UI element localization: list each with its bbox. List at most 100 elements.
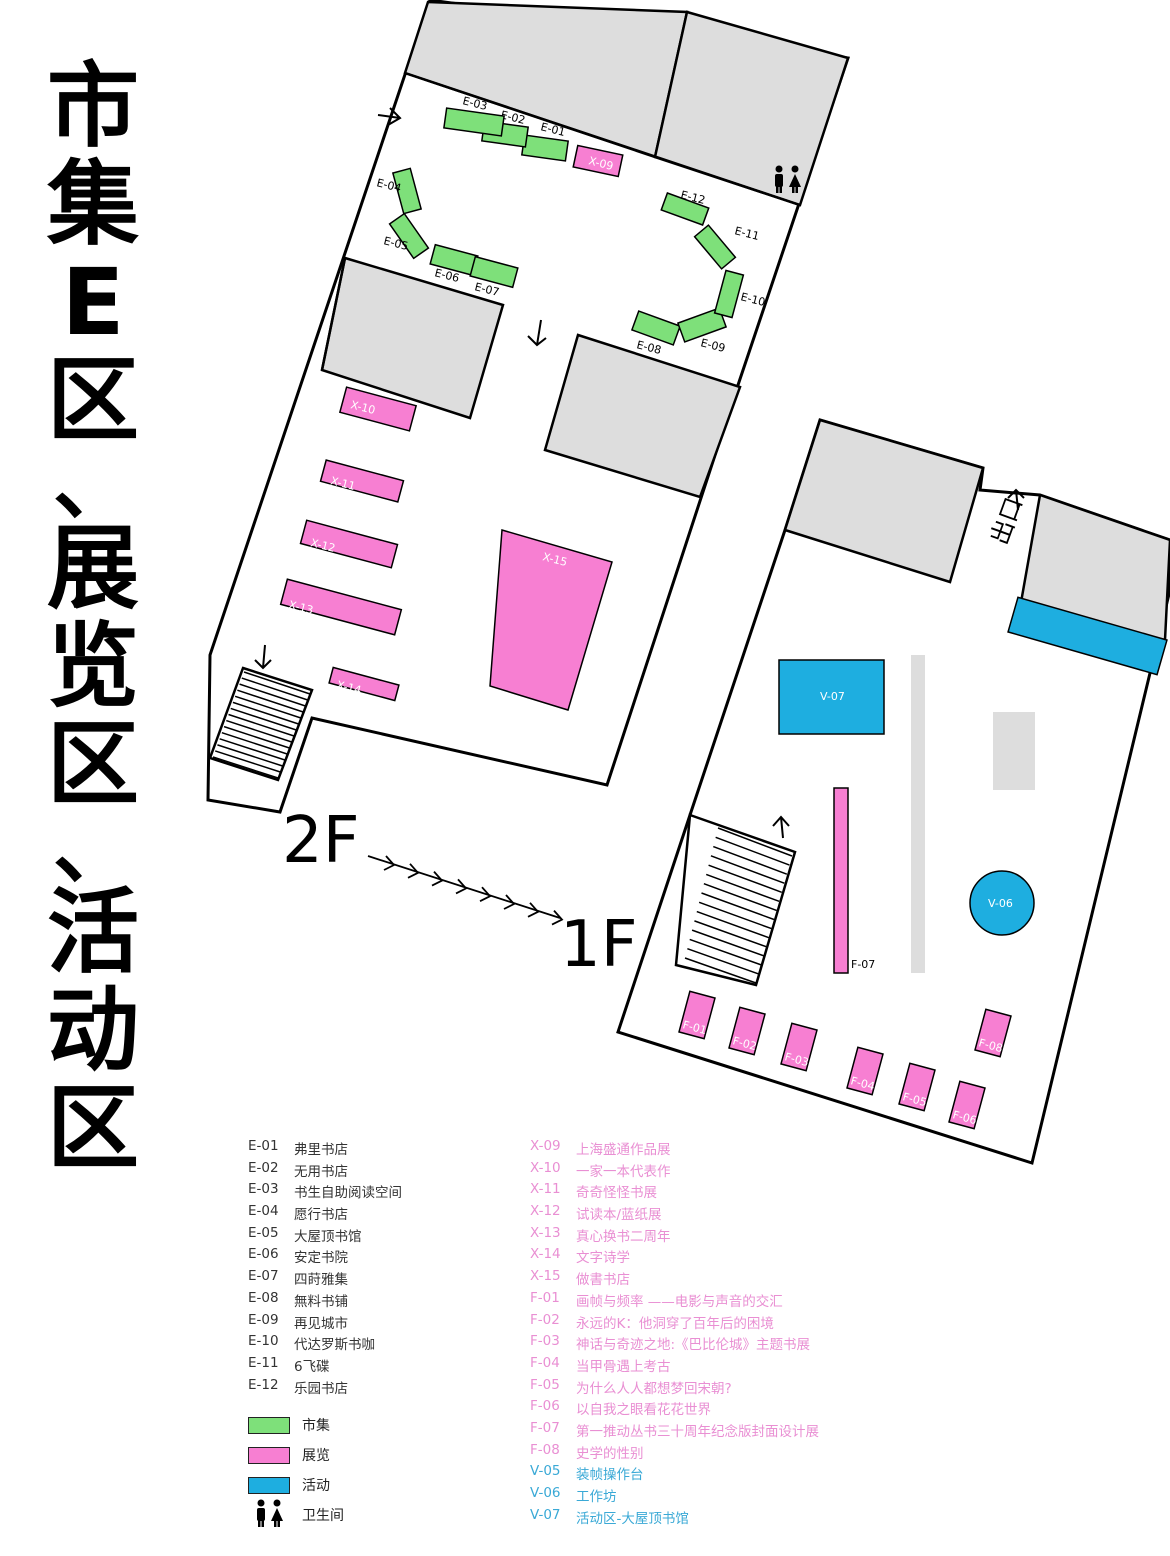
legend-name: 無料书铺 [294, 1293, 348, 1310]
legend-name: 奇奇怪怪书展 [576, 1185, 657, 1202]
booth-f-03[interactable] [780, 1022, 818, 1072]
booth-f-08[interactable] [974, 1008, 1012, 1058]
legend-name: 弗里书店 [294, 1142, 348, 1158]
arrow-up-icon [772, 815, 790, 839]
legend-name: 代达罗斯书咖 [294, 1337, 375, 1354]
booth-x-12[interactable] [299, 519, 399, 569]
booth-f-06[interactable] [948, 1080, 986, 1130]
booth-e-10[interactable] [713, 269, 745, 319]
legend-code: F-01 [530, 1289, 560, 1306]
booth-label: X-13 [287, 598, 314, 617]
booth-v-05[interactable] [1007, 596, 1168, 676]
legend-code: X-15 [530, 1268, 561, 1285]
arrow-down-icon [254, 644, 272, 670]
legend-code: V-06 [530, 1485, 561, 1501]
legend-name: 真心换书二周年 [576, 1228, 671, 1245]
legend-code: E-02 [248, 1159, 279, 1176]
booth-e-04[interactable] [391, 167, 423, 215]
booth-label: E-02 [499, 108, 526, 127]
legend-code: E-09 [248, 1311, 279, 1328]
booth-label: E-04 [375, 176, 402, 195]
booth-v-06[interactable] [969, 870, 1035, 936]
legend-item: E-01 弗里书店 [248, 1138, 402, 1160]
title-char: E [61, 249, 125, 356]
key-item: 活动 [248, 1470, 344, 1500]
legend-code: E-12 [248, 1376, 279, 1393]
wall-block [653, 10, 850, 207]
booth-f-04[interactable] [846, 1046, 884, 1096]
legend-name: 大屋顶书馆 [294, 1228, 362, 1245]
booth-label: X-11 [329, 474, 356, 493]
booth-x-10[interactable] [338, 386, 418, 432]
legend-code: X-09 [530, 1138, 561, 1154]
floor-transition-arrows [367, 855, 564, 926]
legend-name: 永远的K：他洞穿了百年后的困境 [576, 1315, 774, 1332]
booth-label: F-07 [851, 958, 875, 971]
booth-e-07[interactable] [469, 255, 519, 289]
booth-e-09[interactable] [676, 307, 728, 343]
pillar-rect [911, 655, 925, 973]
arrow-down-icon [527, 319, 547, 347]
legend-name: 四莳雅集 [294, 1272, 348, 1289]
legend-code: X-14 [530, 1246, 561, 1263]
legend-name: 做書书店 [576, 1272, 630, 1289]
booth-e-08[interactable] [630, 310, 682, 346]
booth-x-13[interactable] [279, 578, 403, 636]
map-key: 市集展览活动卫生间 [248, 1410, 344, 1530]
booth-f-05[interactable] [898, 1062, 936, 1112]
booth-f-01[interactable] [678, 990, 716, 1040]
legend-code: V-07 [530, 1506, 561, 1523]
title-char: 集 [46, 151, 139, 258]
booth-label: F-05 [901, 1090, 928, 1109]
legend-code: F-03 [530, 1333, 560, 1350]
legend-code: E-01 [248, 1138, 279, 1154]
booth-label: F-08 [977, 1036, 1004, 1055]
title-char: 动 [46, 977, 139, 1084]
legend-code: X-12 [530, 1203, 561, 1220]
booth-x-11[interactable] [319, 459, 405, 503]
pillar-rect [993, 712, 1035, 790]
booth-f-07[interactable] [833, 787, 849, 974]
booth-v-07[interactable] [778, 659, 885, 735]
booth-e-01[interactable] [520, 134, 570, 162]
title-char: 活 [46, 879, 139, 986]
title-char: 览 [46, 613, 139, 720]
arrow-right-icon [377, 107, 402, 126]
legend-code: E-05 [248, 1224, 279, 1241]
booth-x-15[interactable] [489, 529, 613, 711]
title-char: 、 [53, 438, 133, 531]
title-char: 、 [53, 802, 133, 895]
booth-e-03[interactable] [443, 107, 505, 137]
booth-e-12[interactable] [660, 192, 710, 226]
title-char: 展 [46, 515, 139, 622]
floor-1f [616, 418, 1170, 1165]
legend-code: X-11 [530, 1181, 561, 1198]
booth-label: F-04 [849, 1074, 876, 1093]
booth-e-05[interactable] [388, 212, 430, 260]
key-label: 活动 [302, 1478, 330, 1494]
legend-name: 再见城市 [294, 1315, 348, 1332]
floor-label-1f: 1F [560, 908, 638, 982]
walls-1f [783, 418, 1170, 642]
booth-f-02[interactable] [728, 1006, 766, 1056]
legend-name: 6飞碟 [294, 1358, 330, 1375]
legend-name: 工作坊 [576, 1489, 617, 1505]
legend-code: F-04 [530, 1354, 560, 1371]
key-label: 卫生间 [302, 1508, 344, 1524]
booth-x-09[interactable] [572, 144, 624, 178]
booth-e-11[interactable] [693, 224, 737, 270]
booth-x-14[interactable] [328, 666, 400, 702]
